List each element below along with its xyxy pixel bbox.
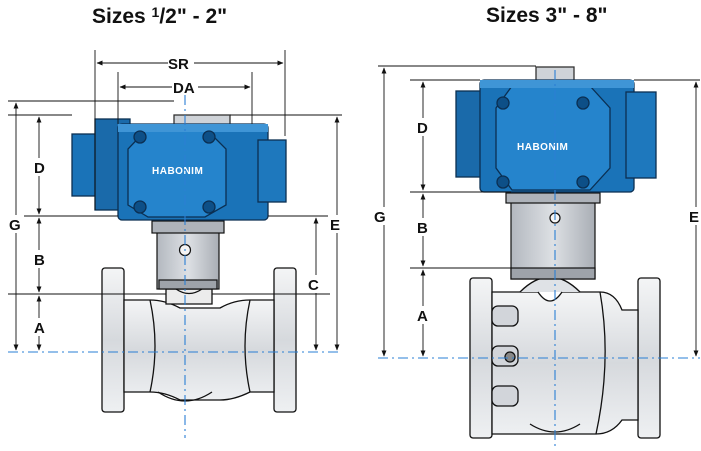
title-small-sup: 1 [151, 4, 160, 20]
large-actuator [455, 66, 657, 193]
small-actuator-screw-icon [133, 200, 147, 214]
small-actuator-screw-icon [202, 130, 216, 144]
dim-label-d-small: D [34, 160, 45, 177]
large-actuator-screw-icon [496, 175, 510, 189]
large-body-bolt-icon [504, 351, 516, 363]
large-bracket [505, 192, 601, 280]
large-actuator-screw-icon [576, 175, 590, 189]
dim-label-e-large: E [689, 209, 699, 226]
small-bracket [151, 220, 225, 290]
small-left-flange [101, 267, 125, 413]
dim-label-a-small: A [34, 320, 45, 337]
small-actuator-screw-icon [133, 130, 147, 144]
dim-label-g-large: G [374, 209, 386, 226]
dim-label-a-large: A [417, 308, 428, 325]
small-centerlines [8, 95, 342, 438]
dim-label-b-large: B [417, 220, 428, 237]
title-small-suffix: /2" - 2" [159, 5, 228, 28]
large-actuator-screw-icon [576, 96, 590, 110]
large-valve-body [469, 276, 661, 439]
small-actuator-logo: HABONIM [152, 166, 203, 177]
large-centerlines [378, 70, 700, 446]
title-small-prefix: Sizes [92, 5, 152, 28]
small-valve-body [101, 267, 297, 413]
small-actuator-screw-icon [202, 200, 216, 214]
dim-label-c: C [308, 277, 319, 294]
large-actuator-screw-icon [496, 96, 510, 110]
title-small-sizes: Sizes 1/2" - 2" [92, 4, 227, 29]
dim-label-e-small: E [330, 217, 340, 234]
dim-label-da: DA [173, 80, 195, 97]
large-valve-assembly: HABONIM G D [372, 65, 701, 446]
dim-label-g-small: G [9, 217, 21, 234]
large-actuator-logo: HABONIM [517, 142, 568, 153]
title-large-sizes: Sizes 3" - 8" [486, 4, 608, 27]
dim-label-sr: SR [168, 56, 189, 73]
small-right-flange [273, 267, 297, 413]
dim-label-b-small: B [34, 252, 45, 269]
small-valve-assembly: HABONIM [8, 50, 344, 438]
small-actuator [71, 114, 287, 221]
dim-label-d-large: D [417, 120, 428, 137]
